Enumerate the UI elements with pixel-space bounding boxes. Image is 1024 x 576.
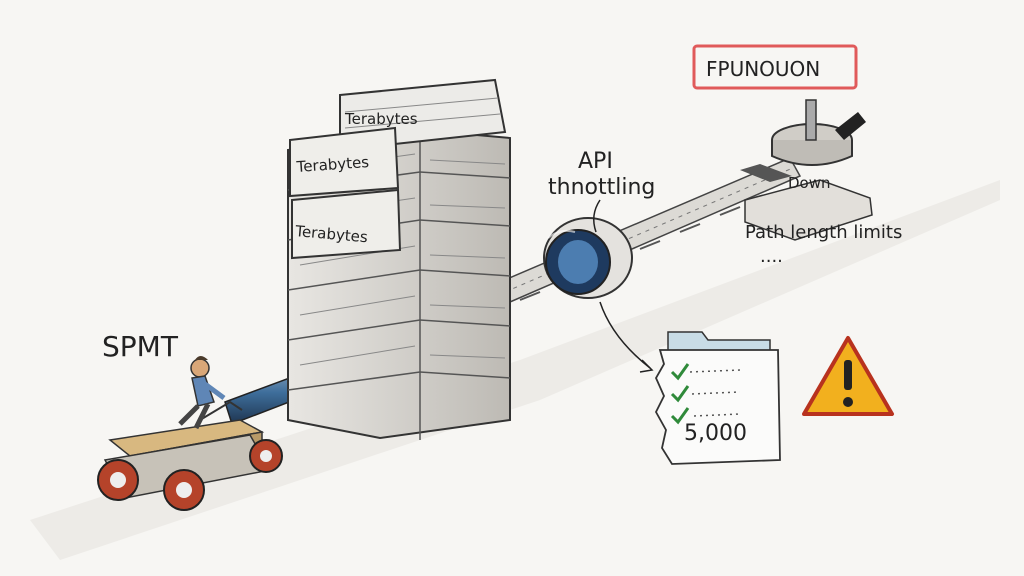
throttling-label: thnottling xyxy=(548,175,655,200)
path-dots-label: .... xyxy=(760,246,783,267)
throttle-ring-icon xyxy=(543,217,633,299)
count-label: 5,000 xyxy=(684,421,747,446)
spmt-label: SPMT xyxy=(102,330,179,363)
connector-arrow xyxy=(599,301,651,369)
api-pointer-line xyxy=(593,199,601,233)
spmt-cart-icon xyxy=(97,400,283,511)
terabytes-stack xyxy=(287,78,511,440)
valve-icon xyxy=(740,99,873,241)
arrowhead-icon xyxy=(639,359,654,373)
path-limits-label: Path length limits xyxy=(745,222,902,243)
terabytes-label-middle: Terabytes xyxy=(295,153,370,176)
warning-icon xyxy=(802,336,894,416)
document-icon xyxy=(654,331,781,465)
down-label: Down xyxy=(788,174,831,192)
checkmark-icon xyxy=(670,363,690,425)
terabytes-label-top: Terabytes xyxy=(344,110,418,128)
person-icon xyxy=(178,356,226,430)
api-label: API xyxy=(578,149,613,174)
red-box-label: FPUNOUON xyxy=(706,57,820,81)
red-label-box xyxy=(692,44,858,90)
